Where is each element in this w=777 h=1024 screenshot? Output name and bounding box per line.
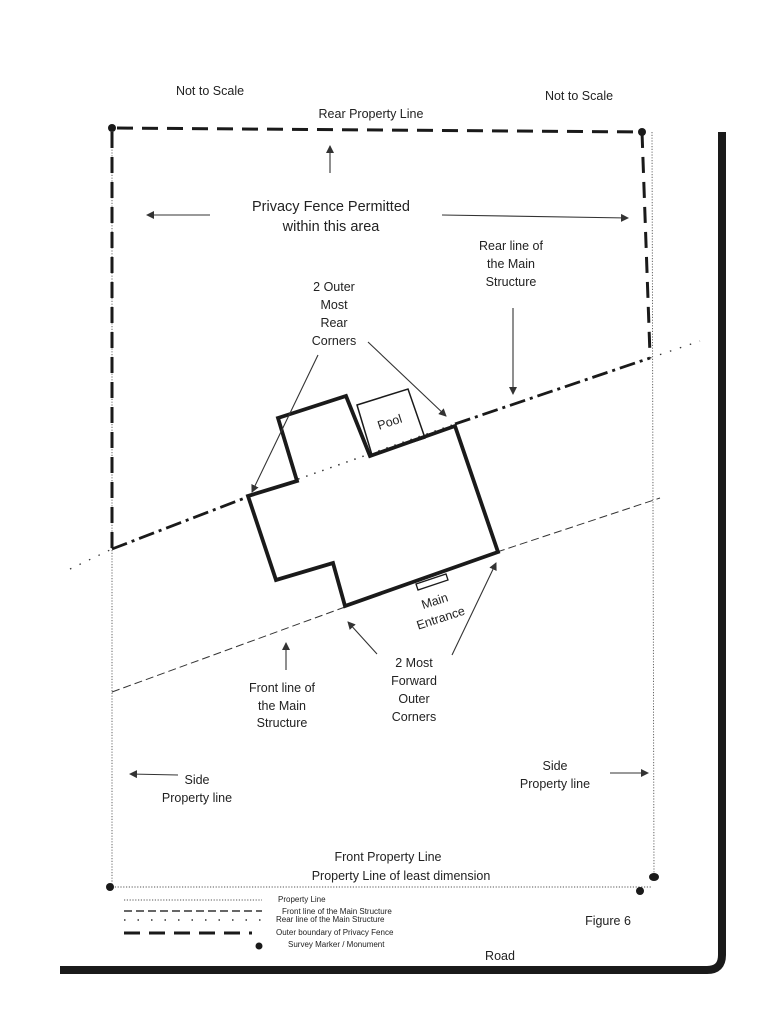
privacy-fence-label-2: within this area — [282, 219, 381, 235]
side-property-left-2: Property line — [162, 791, 232, 805]
legend-label: Survey Marker / Monument — [288, 940, 385, 949]
side-property-right-1: Side — [542, 759, 567, 773]
rear-line-label-3: Structure — [486, 275, 537, 289]
front-line-label-3: Structure — [257, 716, 308, 730]
survey-markers — [106, 124, 659, 895]
not-to-scale-left: Not to Scale — [176, 84, 244, 98]
legend-label: Outer boundary of Privacy Fence — [276, 928, 394, 937]
survey-marker — [638, 128, 646, 136]
road-frame — [60, 132, 726, 974]
rear-line-main-structure — [69, 340, 701, 570]
front-line-main-structure — [111, 497, 661, 693]
legend-label: Rear line of the Main Structure — [276, 915, 385, 924]
pool-label: Pool — [376, 412, 404, 433]
side-property-left-1: Side — [184, 773, 209, 787]
survey-marker — [108, 124, 116, 132]
forward-corners-3: Outer — [398, 692, 429, 706]
rear-line-label-1: Rear line of — [479, 239, 543, 253]
forward-corners-1: 2 Most — [395, 656, 433, 670]
front-line-label-1: Front line of — [249, 681, 316, 695]
forward-corners-2: Forward — [391, 674, 437, 688]
road-label: Road — [485, 949, 515, 963]
rear-property-line-label: Rear Property Line — [319, 107, 424, 121]
legend-swatch-marker — [255, 942, 263, 950]
forward-corners-4: Corners — [392, 710, 436, 724]
legend-label: Property Line — [278, 895, 326, 904]
front-line-label-2: the Main — [258, 699, 306, 713]
survey-marker — [636, 887, 644, 895]
least-dimension-label: Property Line of least dimension — [312, 869, 491, 883]
outer-rear-corners-2: Most — [320, 298, 348, 312]
survey-marker — [106, 883, 114, 891]
outer-rear-corners-1: 2 Outer — [313, 280, 355, 294]
annotation-arrows — [129, 145, 649, 779]
survey-marker — [649, 873, 659, 881]
figure-label: Figure 6 — [585, 914, 631, 928]
legend: Property Line Front line of the Main Str… — [124, 895, 394, 950]
legend-label: Front line of the Main Structure — [282, 907, 392, 916]
not-to-scale-right: Not to Scale — [545, 89, 613, 103]
front-property-line-label: Front Property Line — [335, 850, 442, 864]
outer-rear-corners-3: Rear — [320, 316, 347, 330]
rear-line-label-2: the Main — [487, 257, 535, 271]
side-property-right-2: Property line — [520, 777, 590, 791]
outer-rear-corners-4: Corners — [312, 334, 356, 348]
main-entrance-step — [415, 573, 449, 591]
pool — [356, 388, 426, 456]
main-structure — [245, 393, 501, 609]
privacy-fence-boundary — [110, 126, 652, 548]
privacy-fence-label: Privacy Fence Permitted — [252, 199, 410, 215]
